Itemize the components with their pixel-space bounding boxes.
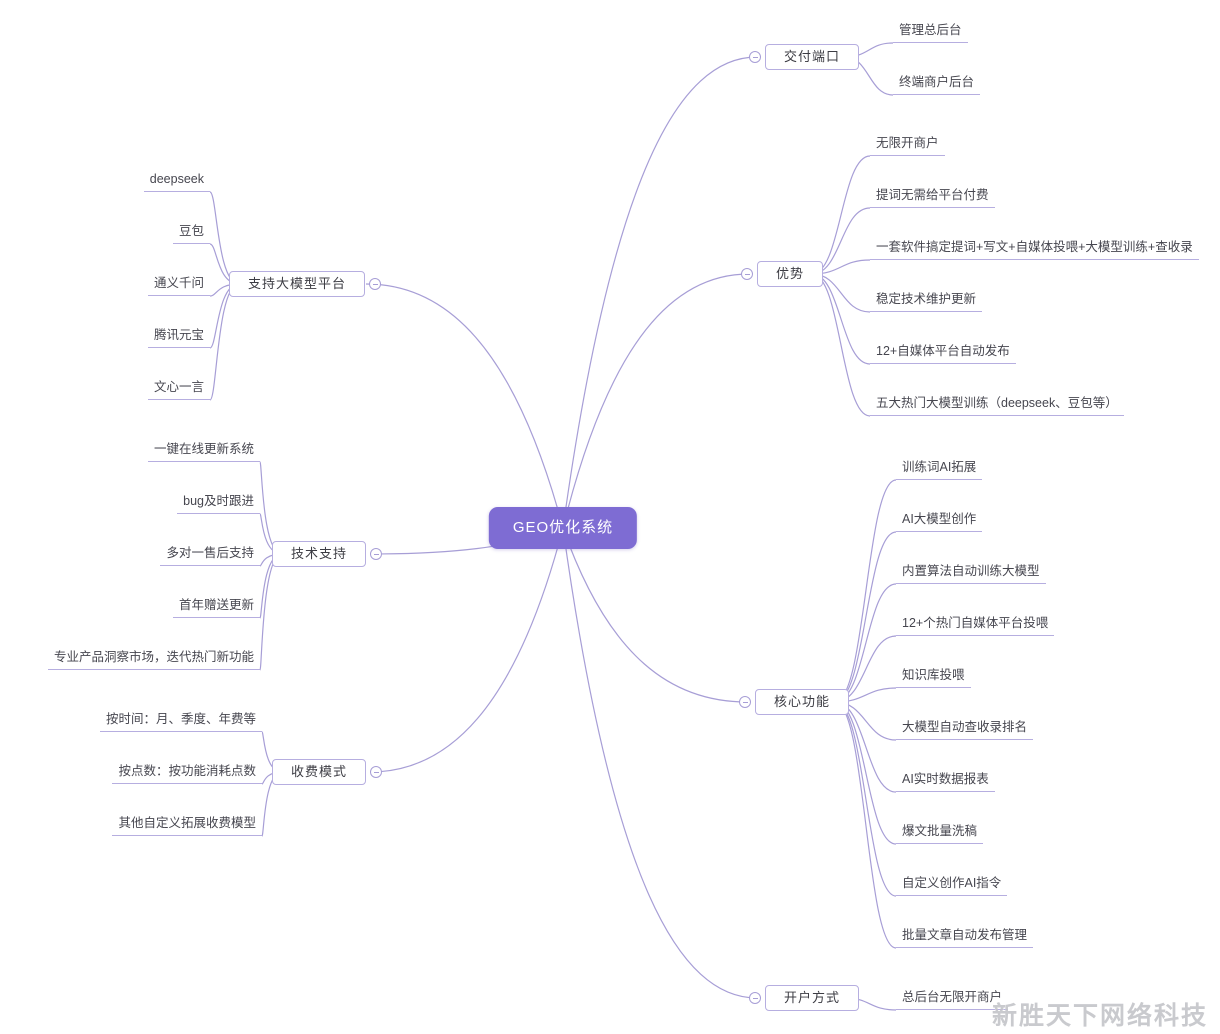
connector-path (811, 155, 871, 275)
leaf-node[interactable]: AI大模型创作 (896, 510, 983, 532)
leaf-node[interactable]: 多对一售后支持 (160, 544, 260, 566)
leaf-node[interactable]: 总后台无限开商户 (896, 988, 1009, 1010)
leaf-node[interactable]: 一套软件搞定提词+写文+自媒体投喂+大模型训练+查收录 (870, 238, 1199, 260)
connector-path (562, 527, 758, 999)
branch-node-tech-support[interactable]: 技术支持 (272, 541, 383, 567)
connector-path (259, 553, 283, 671)
watermark-text: 新胜天下网络科技 (991, 1002, 1208, 1030)
branch-node-account-opening[interactable]: 开户方式 (749, 985, 860, 1011)
connector-path (834, 583, 897, 703)
leaf-node[interactable]: 12+个热门自媒体平台投喂 (896, 614, 1055, 636)
leaf-node[interactable]: 批量文章自动发布管理 (896, 926, 1034, 948)
leaf-node[interactable]: 提词无需给平台付费 (870, 186, 995, 208)
leaf-node[interactable]: deepseek (143, 170, 210, 192)
connector-path (811, 273, 871, 365)
collapse-icon[interactable] (739, 696, 751, 708)
leaf-node[interactable]: 内置算法自动训练大模型 (896, 562, 1046, 584)
collapse-icon[interactable] (370, 766, 383, 778)
branch-label: 交付端口 (784, 49, 841, 64)
collapse-icon[interactable] (741, 268, 753, 280)
leaf-node[interactable]: 管理总后台 (893, 21, 968, 43)
connector-path (834, 531, 897, 703)
leaf-node[interactable]: 按点数：按功能消耗点数 (112, 762, 262, 784)
leaf-node[interactable]: 专业产品洞察市场，迭代热门新功能 (47, 648, 260, 670)
branch-node-core-features[interactable]: 核心功能 (739, 689, 850, 715)
leaf-node[interactable]: AI实时数据报表 (896, 770, 995, 792)
leaf-node[interactable]: 其他自定义拓展收费模型 (112, 814, 262, 836)
branch-label: 支持大模型平台 (248, 276, 347, 291)
root-node[interactable]: GEO优化系统 (488, 507, 638, 549)
connector-path (369, 527, 564, 773)
leaf-node[interactable]: 12+自媒体平台自动发布 (870, 342, 1016, 364)
leaf-node[interactable]: 知识库投喂 (896, 666, 971, 688)
leaf-node[interactable]: 五大热门大模型训练（deepseek、豆包等） (870, 394, 1124, 416)
leaf-node[interactable]: 无限开商户 (870, 134, 945, 156)
leaf-node[interactable]: 稳定技术维护更新 (870, 290, 983, 312)
collapse-icon[interactable] (370, 548, 383, 560)
leaf-node[interactable]: 训练词AI拓展 (896, 458, 983, 480)
branch-label: 开户方式 (784, 990, 841, 1005)
branch-node-delivery-ports[interactable]: 交付端口 (749, 44, 860, 70)
leaf-node[interactable]: 首年赠送更新 (172, 596, 260, 618)
connector-path (562, 273, 750, 529)
collapse-icon[interactable] (369, 278, 382, 290)
connector-path (365, 283, 564, 529)
connector-path (209, 283, 240, 401)
collapse-icon[interactable] (749, 51, 761, 63)
connector-path (834, 701, 897, 897)
branch-label: 优势 (776, 266, 805, 281)
collapse-icon[interactable] (749, 992, 761, 1004)
leaf-node[interactable]: 终端商户后台 (893, 73, 981, 95)
branch-node-advantages[interactable]: 优势 (741, 261, 824, 287)
leaf-node[interactable]: 大模型自动查收录排名 (896, 718, 1034, 740)
leaf-node[interactable]: 豆包 (172, 222, 210, 244)
leaf-node[interactable]: 文心一言 (147, 378, 210, 400)
connector-path (562, 56, 758, 529)
leaf-node[interactable]: 按时间：月、季度、年费等 (99, 710, 262, 732)
connector-path (562, 527, 748, 703)
leaf-node[interactable]: bug及时跟进 (177, 492, 260, 514)
connector-path (834, 701, 897, 793)
branch-label: 技术支持 (291, 546, 348, 561)
branch-node-platforms[interactable]: 支持大模型平台 (229, 271, 382, 297)
branch-label: 收费模式 (291, 764, 348, 779)
branch-node-pricing[interactable]: 收费模式 (272, 759, 383, 785)
branch-label: 核心功能 (774, 694, 831, 709)
leaf-node[interactable]: 爆文批量洗稿 (896, 822, 984, 844)
leaf-node[interactable]: 腾讯元宝 (147, 326, 210, 348)
leaf-node[interactable]: 通义千问 (147, 274, 210, 296)
leaf-node[interactable]: 自定义创作AI指令 (896, 874, 1008, 896)
connector-path (811, 273, 871, 417)
leaf-node[interactable]: 一键在线更新系统 (147, 440, 260, 462)
